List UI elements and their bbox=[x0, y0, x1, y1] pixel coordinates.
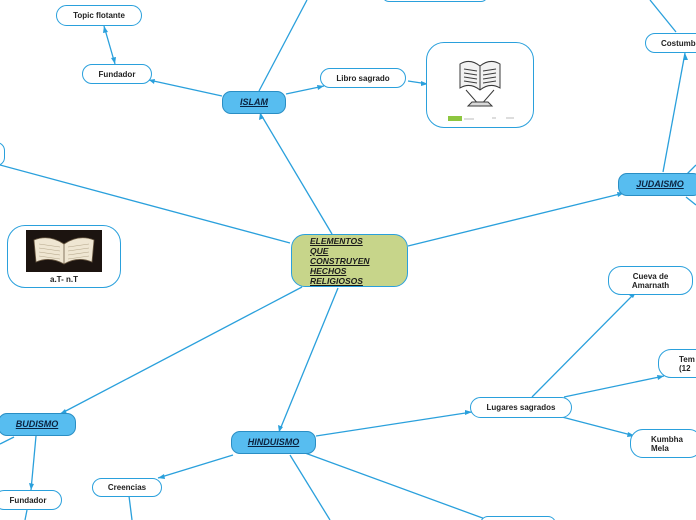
kumbha-label: Kumbha Mela bbox=[651, 435, 687, 453]
edge-islam-fundador bbox=[149, 80, 222, 96]
creencias-label: Creencias bbox=[108, 483, 146, 492]
hinduismo-label: HINDUISMO bbox=[248, 438, 300, 447]
cueva-label: Cueva de Amarnath bbox=[626, 272, 676, 290]
edge-lugares-templo bbox=[564, 376, 664, 397]
edge-costumbres-top bbox=[650, 0, 676, 32]
subtopic-creencias[interactable]: Creencias bbox=[92, 478, 162, 497]
fundador-budismo-label: Fundador bbox=[10, 496, 47, 505]
central-topic-label: ELEMENTOS QUE CONSTRUYEN HECHOS RELIGIOS… bbox=[310, 236, 382, 286]
top-cut-node[interactable] bbox=[382, 0, 488, 2]
edge-central-islam bbox=[260, 113, 332, 234]
lugares-label: Lugares sagrados bbox=[487, 403, 556, 412]
bottom-cut-node[interactable] bbox=[480, 516, 556, 520]
subtopic-costumbres[interactable]: Costumb bbox=[645, 33, 696, 53]
edge-hinduismo-lugares bbox=[316, 412, 472, 436]
subtopic-kumbha-mela[interactable]: Kumbha Mela bbox=[630, 429, 696, 458]
subtopic-cueva-amarnath[interactable]: Cueva de Amarnath bbox=[608, 266, 693, 295]
edge-judaismo-right2 bbox=[686, 197, 696, 205]
edge-central-budismo bbox=[60, 287, 302, 414]
subtopic-fundador-budismo[interactable]: Fundador bbox=[0, 490, 62, 510]
islam-label: ISLAM bbox=[240, 98, 268, 107]
edge-budismo-fundador bbox=[31, 436, 36, 490]
budismo-label: BUDISMO bbox=[16, 420, 59, 429]
fundador-islam-label: Fundador bbox=[99, 70, 136, 79]
edge-hinduismo-bottom bbox=[290, 455, 330, 520]
biblia-caption: a.T- n.T bbox=[50, 275, 78, 284]
edge-central-judaismo bbox=[408, 193, 624, 246]
edge-islam-top bbox=[259, 0, 307, 91]
quran-stand-image bbox=[428, 44, 532, 126]
subtopic-templo[interactable]: Tem (12 bbox=[658, 349, 696, 378]
main-topic-hinduismo[interactable]: HINDUISMO bbox=[231, 431, 316, 454]
edge-fundador-bottom bbox=[25, 510, 27, 520]
subtopic-lugares-sagrados[interactable]: Lugares sagrados bbox=[470, 397, 572, 418]
edge-creencias-bottom bbox=[129, 496, 132, 520]
templo-label: Tem (12 bbox=[679, 355, 696, 373]
subtopic-fundador-islam[interactable]: Fundador bbox=[82, 64, 152, 84]
edge-hinduismo-creencias bbox=[158, 455, 233, 478]
open-bible-image bbox=[26, 230, 102, 272]
edge-lugares-kumbha bbox=[562, 417, 635, 436]
image-node-quran[interactable] bbox=[426, 42, 534, 128]
central-topic[interactable]: ELEMENTOS QUE CONSTRUYEN HECHOS RELIGIOS… bbox=[291, 234, 408, 287]
image-node-biblia[interactable]: a.T- n.T bbox=[7, 225, 121, 288]
edge-central-hinduismo bbox=[279, 288, 338, 432]
image-logo-mark bbox=[448, 116, 462, 121]
libro-sagrado-label: Libro sagrado bbox=[336, 74, 389, 83]
arrowhead bbox=[29, 483, 34, 490]
costumbres-label: Costumb bbox=[661, 39, 696, 48]
edge-budismo-left bbox=[0, 437, 14, 444]
judaismo-label: JUDAISMO bbox=[636, 180, 684, 189]
subtopic-topic-flotante[interactable]: Topic flotante bbox=[56, 5, 142, 26]
subtopic-libro-sagrado[interactable]: Libro sagrado bbox=[320, 68, 406, 88]
main-topic-budismo[interactable]: BUDISMO bbox=[0, 413, 76, 436]
main-topic-judaismo[interactable]: JUDAISMO bbox=[618, 173, 696, 196]
topic-flotante-label: Topic flotante bbox=[73, 11, 125, 20]
edge-lugares-cueva bbox=[532, 292, 636, 397]
edge-hinduismo-bottom-right bbox=[305, 453, 488, 520]
main-topic-islam[interactable]: ISLAM bbox=[222, 91, 286, 114]
edge-judaismo-costumbres bbox=[663, 53, 685, 172]
